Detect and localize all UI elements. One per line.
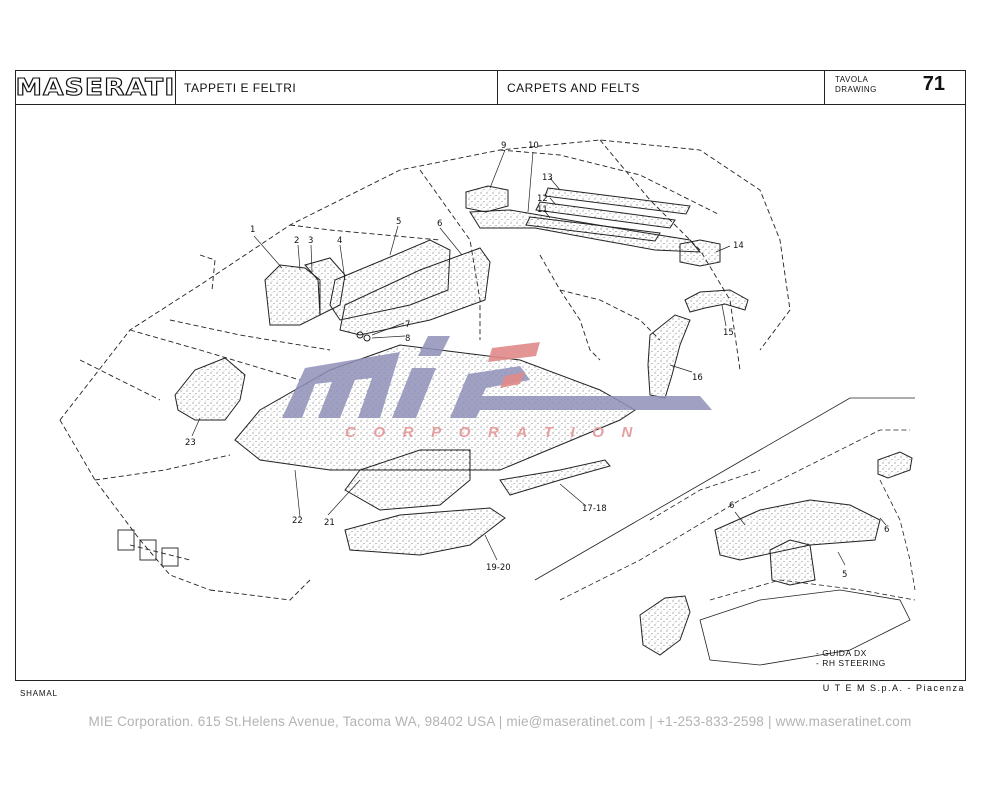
pad-9 xyxy=(465,185,509,213)
callout-17-18: 17-18 xyxy=(582,504,607,514)
callout-13: 13 xyxy=(542,173,553,183)
parcel-shelf-strips xyxy=(469,187,702,253)
inset-callout-5: 5 xyxy=(842,570,847,580)
arch-16 xyxy=(647,314,691,399)
callout-14: 14 xyxy=(733,241,744,251)
title-block: MASERATI TAPPETI E FELTRI CARPETS AND FE… xyxy=(15,71,965,105)
manufacturer-label: U T E M S.p.A. - Piacenza xyxy=(822,683,965,693)
callout-9: 9 xyxy=(501,141,506,151)
inset-rh-steering: 6 5 6 xyxy=(534,397,916,666)
callout-1: 1 xyxy=(250,225,255,235)
callout-16: 16 xyxy=(692,373,703,383)
drawing-sheet: MASERATI TAPPETI E FELTRI CARPETS AND FE… xyxy=(15,70,966,681)
callout-23: 23 xyxy=(185,438,196,448)
headlight-cluster xyxy=(117,529,179,567)
floor-carpets xyxy=(174,344,636,556)
side-trim-cluster xyxy=(264,239,491,342)
callout-11: 11 xyxy=(537,205,548,215)
tavola-label: TAVOLA DRAWING xyxy=(835,75,877,95)
callout-3: 3 xyxy=(308,236,313,246)
callout-7: 7 xyxy=(405,320,410,330)
tavola-it: TAVOLA xyxy=(835,75,869,84)
callout-19-20: 19-20 xyxy=(486,563,511,573)
callout-15: 15 xyxy=(723,328,734,338)
callout-8: 8 xyxy=(405,334,410,344)
arch-15 xyxy=(684,289,749,313)
mie-watermark-logo xyxy=(282,336,712,418)
maserati-logo: MASERATI xyxy=(15,74,176,101)
callout-2: 2 xyxy=(294,236,299,246)
plate-number-cell: TAVOLA DRAWING 71 xyxy=(825,71,965,104)
inset-callout-6a: 6 xyxy=(729,501,734,511)
title-english: CARPETS AND FELTS xyxy=(507,80,640,95)
callout-numbers: 1 2 3 4 5 6 7 8 9 10 11 12 13 14 15 16 1… xyxy=(185,141,744,573)
callout-21: 21 xyxy=(324,518,335,528)
inset-callout-6b: 6 xyxy=(884,525,889,535)
callout-6: 6 xyxy=(437,219,442,229)
callout-leaders xyxy=(191,149,731,561)
legend-italian: - GUIDA DX xyxy=(816,648,867,658)
inset-legend: - GUIDA DX - RH STEERING xyxy=(816,648,886,668)
brand-logo-cell: MASERATI xyxy=(15,71,176,104)
callout-10: 10 xyxy=(528,141,539,151)
title-english-cell: CARPETS AND FELTS xyxy=(498,71,825,104)
callout-12: 12 xyxy=(537,194,548,204)
contact-footer: MIE Corporation. 615 St.Helens Avenue, T… xyxy=(88,714,912,729)
title-italian: TAPPETI E FELTRI xyxy=(184,80,297,95)
callout-5: 5 xyxy=(396,217,401,227)
watermark-corporation: CORPORATION xyxy=(345,424,650,441)
callout-22: 22 xyxy=(292,516,303,526)
pad-14 xyxy=(679,239,721,267)
model-name: SHAMAL xyxy=(20,689,58,698)
legend-english: - RH STEERING xyxy=(816,658,886,668)
callout-4: 4 xyxy=(337,236,342,246)
tavola-en: DRAWING xyxy=(835,85,877,94)
plate-number: 71 xyxy=(922,73,945,95)
title-italian-cell: TAPPETI E FELTRI xyxy=(176,71,498,104)
